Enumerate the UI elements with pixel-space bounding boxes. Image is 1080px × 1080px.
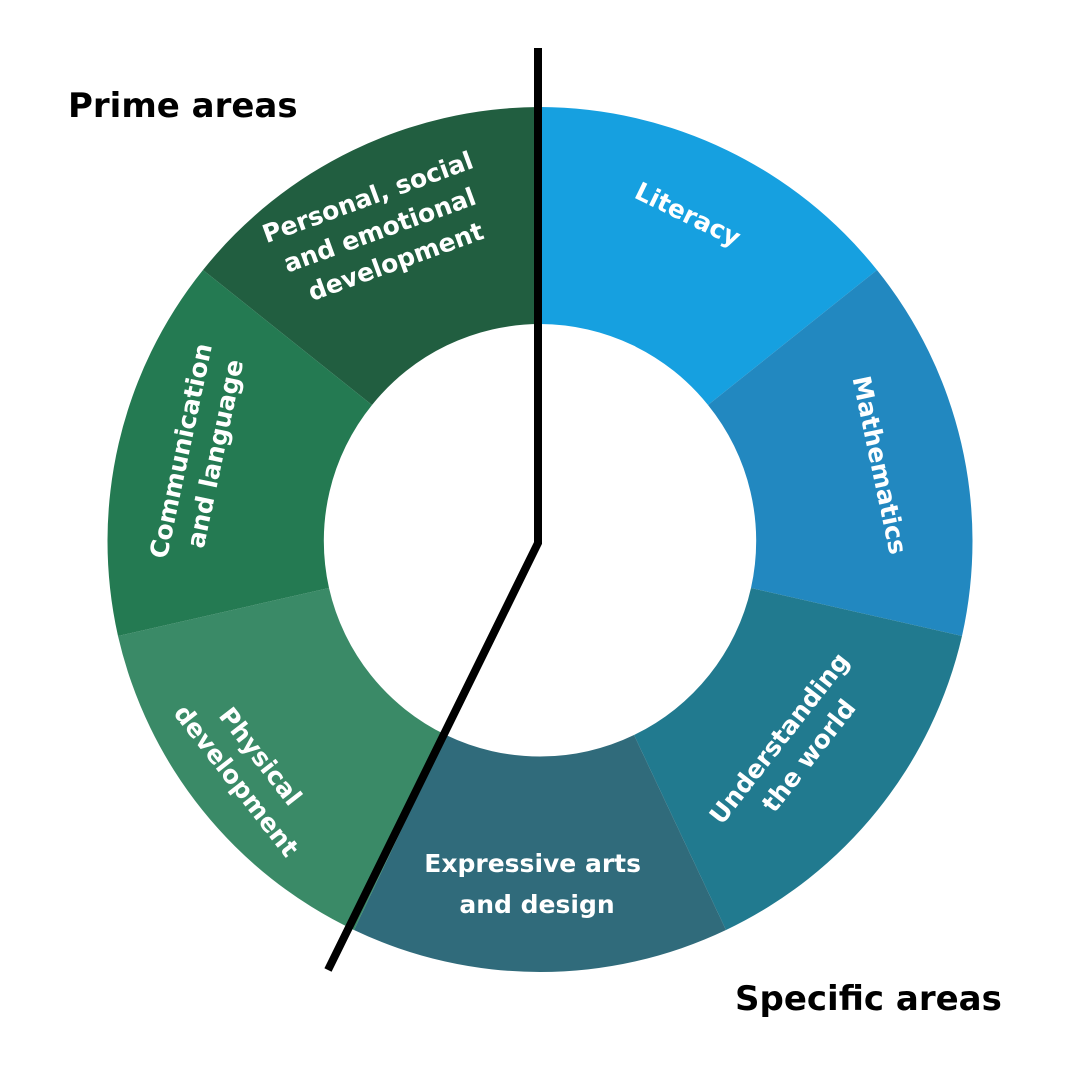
segment-physical [118,588,446,930]
divider-line [324,48,542,972]
segment-communication [107,270,372,636]
label-expressive: Expressive arts and design [424,849,649,919]
segment-understanding [634,588,962,930]
label-expressive-line-1: Expressive arts [424,849,641,878]
segment-personal [203,107,540,405]
segment-expressive [354,735,726,972]
segment-mathematics [708,270,973,636]
heading-prime-areas: Prime areas [68,86,298,126]
ring [107,107,973,972]
heading-specific-areas: Specific areas [735,979,1002,1019]
label-expressive-line-2: and design [459,890,614,919]
segment-literacy [540,107,877,405]
